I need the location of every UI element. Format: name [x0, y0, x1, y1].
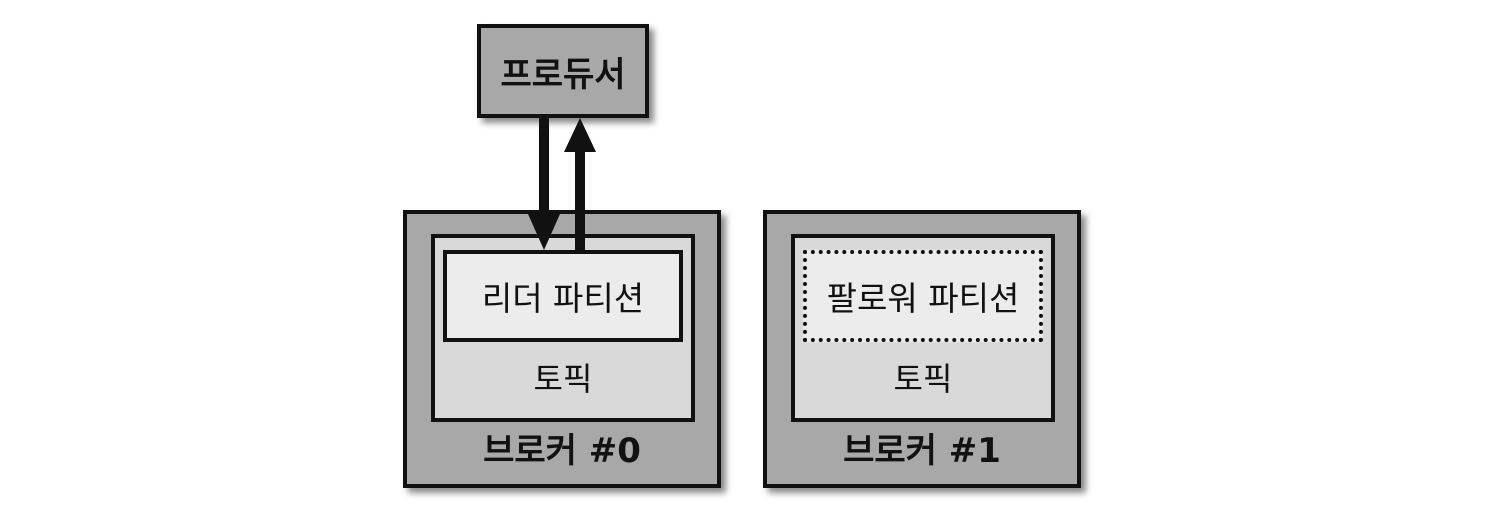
broker-0-topic-label: 토픽 [533, 360, 593, 398]
broker-0-label: 브로커 #0 [483, 431, 641, 471]
broker-1-topic-label: 토픽 [893, 360, 953, 398]
broker-0-topic-box: 리더 파티션 토픽 [431, 234, 695, 422]
broker-1-topic-box: 팔로워 파티션 토픽 [791, 234, 1055, 422]
broker-1-label: 브로커 #1 [843, 431, 1001, 471]
leader-partition-label: 리더 파티션 [481, 279, 645, 318]
leader-partition-box: 리더 파티션 [443, 250, 683, 342]
follower-partition-box: 팔로워 파티션 [803, 250, 1043, 342]
follower-partition-label: 팔로워 파티션 [826, 279, 1020, 318]
broker-0-box: 리더 파티션 토픽 브로커 #0 [403, 210, 721, 488]
producer-label: 프로듀서 [500, 54, 626, 95]
producer-box: 프로듀서 [477, 24, 649, 118]
broker-1-box: 팔로워 파티션 토픽 브로커 #1 [763, 210, 1081, 488]
